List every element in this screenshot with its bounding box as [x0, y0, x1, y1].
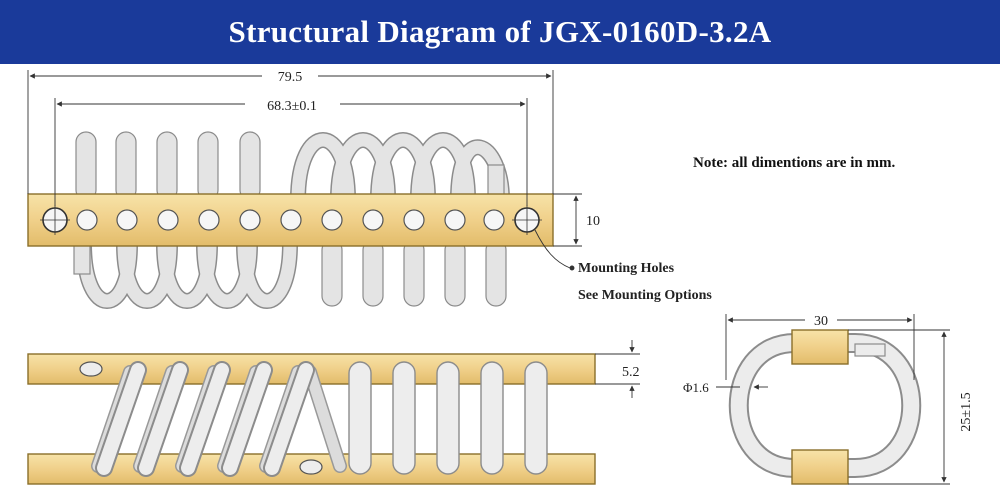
side-end-loop-bottom — [299, 459, 323, 475]
dim-overall-length-label: 79.5 — [278, 70, 303, 85]
page-title: Structural Diagram of JGX-0160D-3.2A — [228, 14, 772, 49]
top-coils-upper — [75, 131, 261, 201]
title-bar: Structural Diagram of JGX-0160D-3.2A — [0, 0, 1000, 64]
side-end-loop-top — [79, 361, 103, 377]
mounting-holes — [40, 205, 542, 235]
callout-see-mounting-options: See Mounting Options — [578, 288, 712, 303]
top-loops-left-lower — [73, 243, 298, 309]
end-brass-bottom — [791, 449, 849, 485]
dim-end-height-label: 25±1.5 — [959, 392, 974, 431]
end-brass-top — [791, 329, 849, 365]
dim-wire-diameter-label: Φ1.6 — [683, 380, 709, 395]
dim-hole-spacing-label: 68.3±0.1 — [267, 99, 317, 114]
dim-bar-height — [553, 193, 582, 247]
dim-bar-thickness-label: 5.2 — [622, 365, 640, 380]
dim-hole-spacing — [54, 98, 528, 206]
dim-bar-thickness — [595, 340, 640, 398]
dim-bar-height-label: 10 — [586, 214, 600, 229]
side-view: 5.2 — [27, 340, 640, 485]
dimensions-note: Note: all dimentions are in mm. — [693, 155, 895, 171]
dim-end-width-label: 30 — [814, 314, 828, 329]
dim-end-height — [848, 329, 950, 485]
dim-overall-length — [27, 70, 554, 194]
side-vertical-strands — [348, 361, 548, 475]
dim-end-width — [725, 314, 915, 380]
end-view: 30 25±1.5 Φ1.6 — [683, 314, 974, 485]
callout-mounting-holes: Mounting Holes — [578, 261, 675, 276]
mounting-callout — [534, 229, 575, 271]
top-coils-lower — [321, 239, 507, 307]
bar-holes — [76, 209, 505, 231]
top-view: 79.5 68.3±0.1 10 Mounting Holes See Moun… — [27, 70, 712, 309]
